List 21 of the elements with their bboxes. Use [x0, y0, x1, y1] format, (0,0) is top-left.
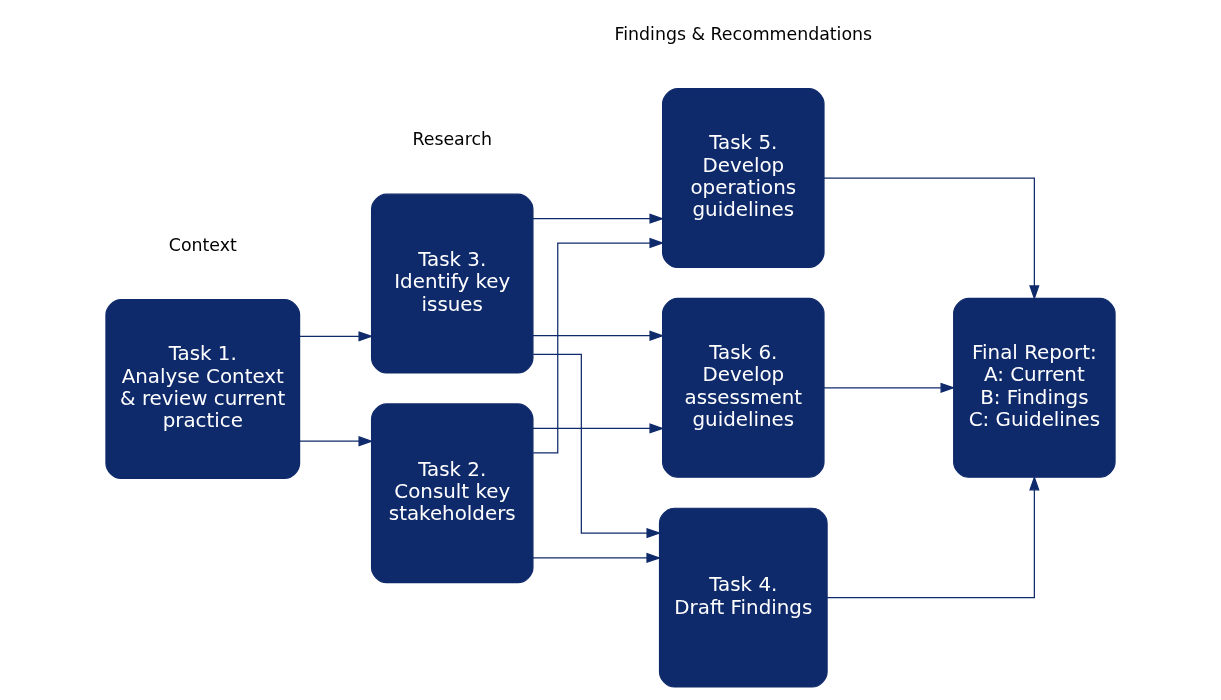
node-box: Task 4. Draft Findings — [658, 507, 828, 688]
label: Research — [412, 129, 493, 150]
arrow — [299, 331, 374, 342]
label: Context — [168, 234, 237, 255]
arrow — [532, 353, 662, 539]
node-box: Task 6. Develop assessment guidelines — [662, 297, 825, 478]
arrow — [532, 330, 665, 341]
arrow — [532, 423, 665, 434]
arrow — [532, 552, 662, 564]
node-box: Final Report: A: Current B: Findings C: Guidelines — [953, 297, 1116, 478]
arrow — [826, 475, 1040, 599]
label: Findings & Recommendations — [614, 23, 873, 44]
arrow — [532, 213, 665, 224]
arrow — [823, 382, 956, 394]
arrow — [299, 436, 374, 447]
node-box: Task 5. Develop operations guidelines — [662, 88, 825, 269]
node-box: Task 3. Identify key issues — [370, 193, 534, 374]
node-box: Task 1. Analyse Context & review current practice — [105, 299, 301, 480]
arrow — [532, 237, 665, 454]
arrow — [823, 177, 1040, 301]
node-box: Task 2. Consult key stakeholders — [370, 403, 534, 584]
